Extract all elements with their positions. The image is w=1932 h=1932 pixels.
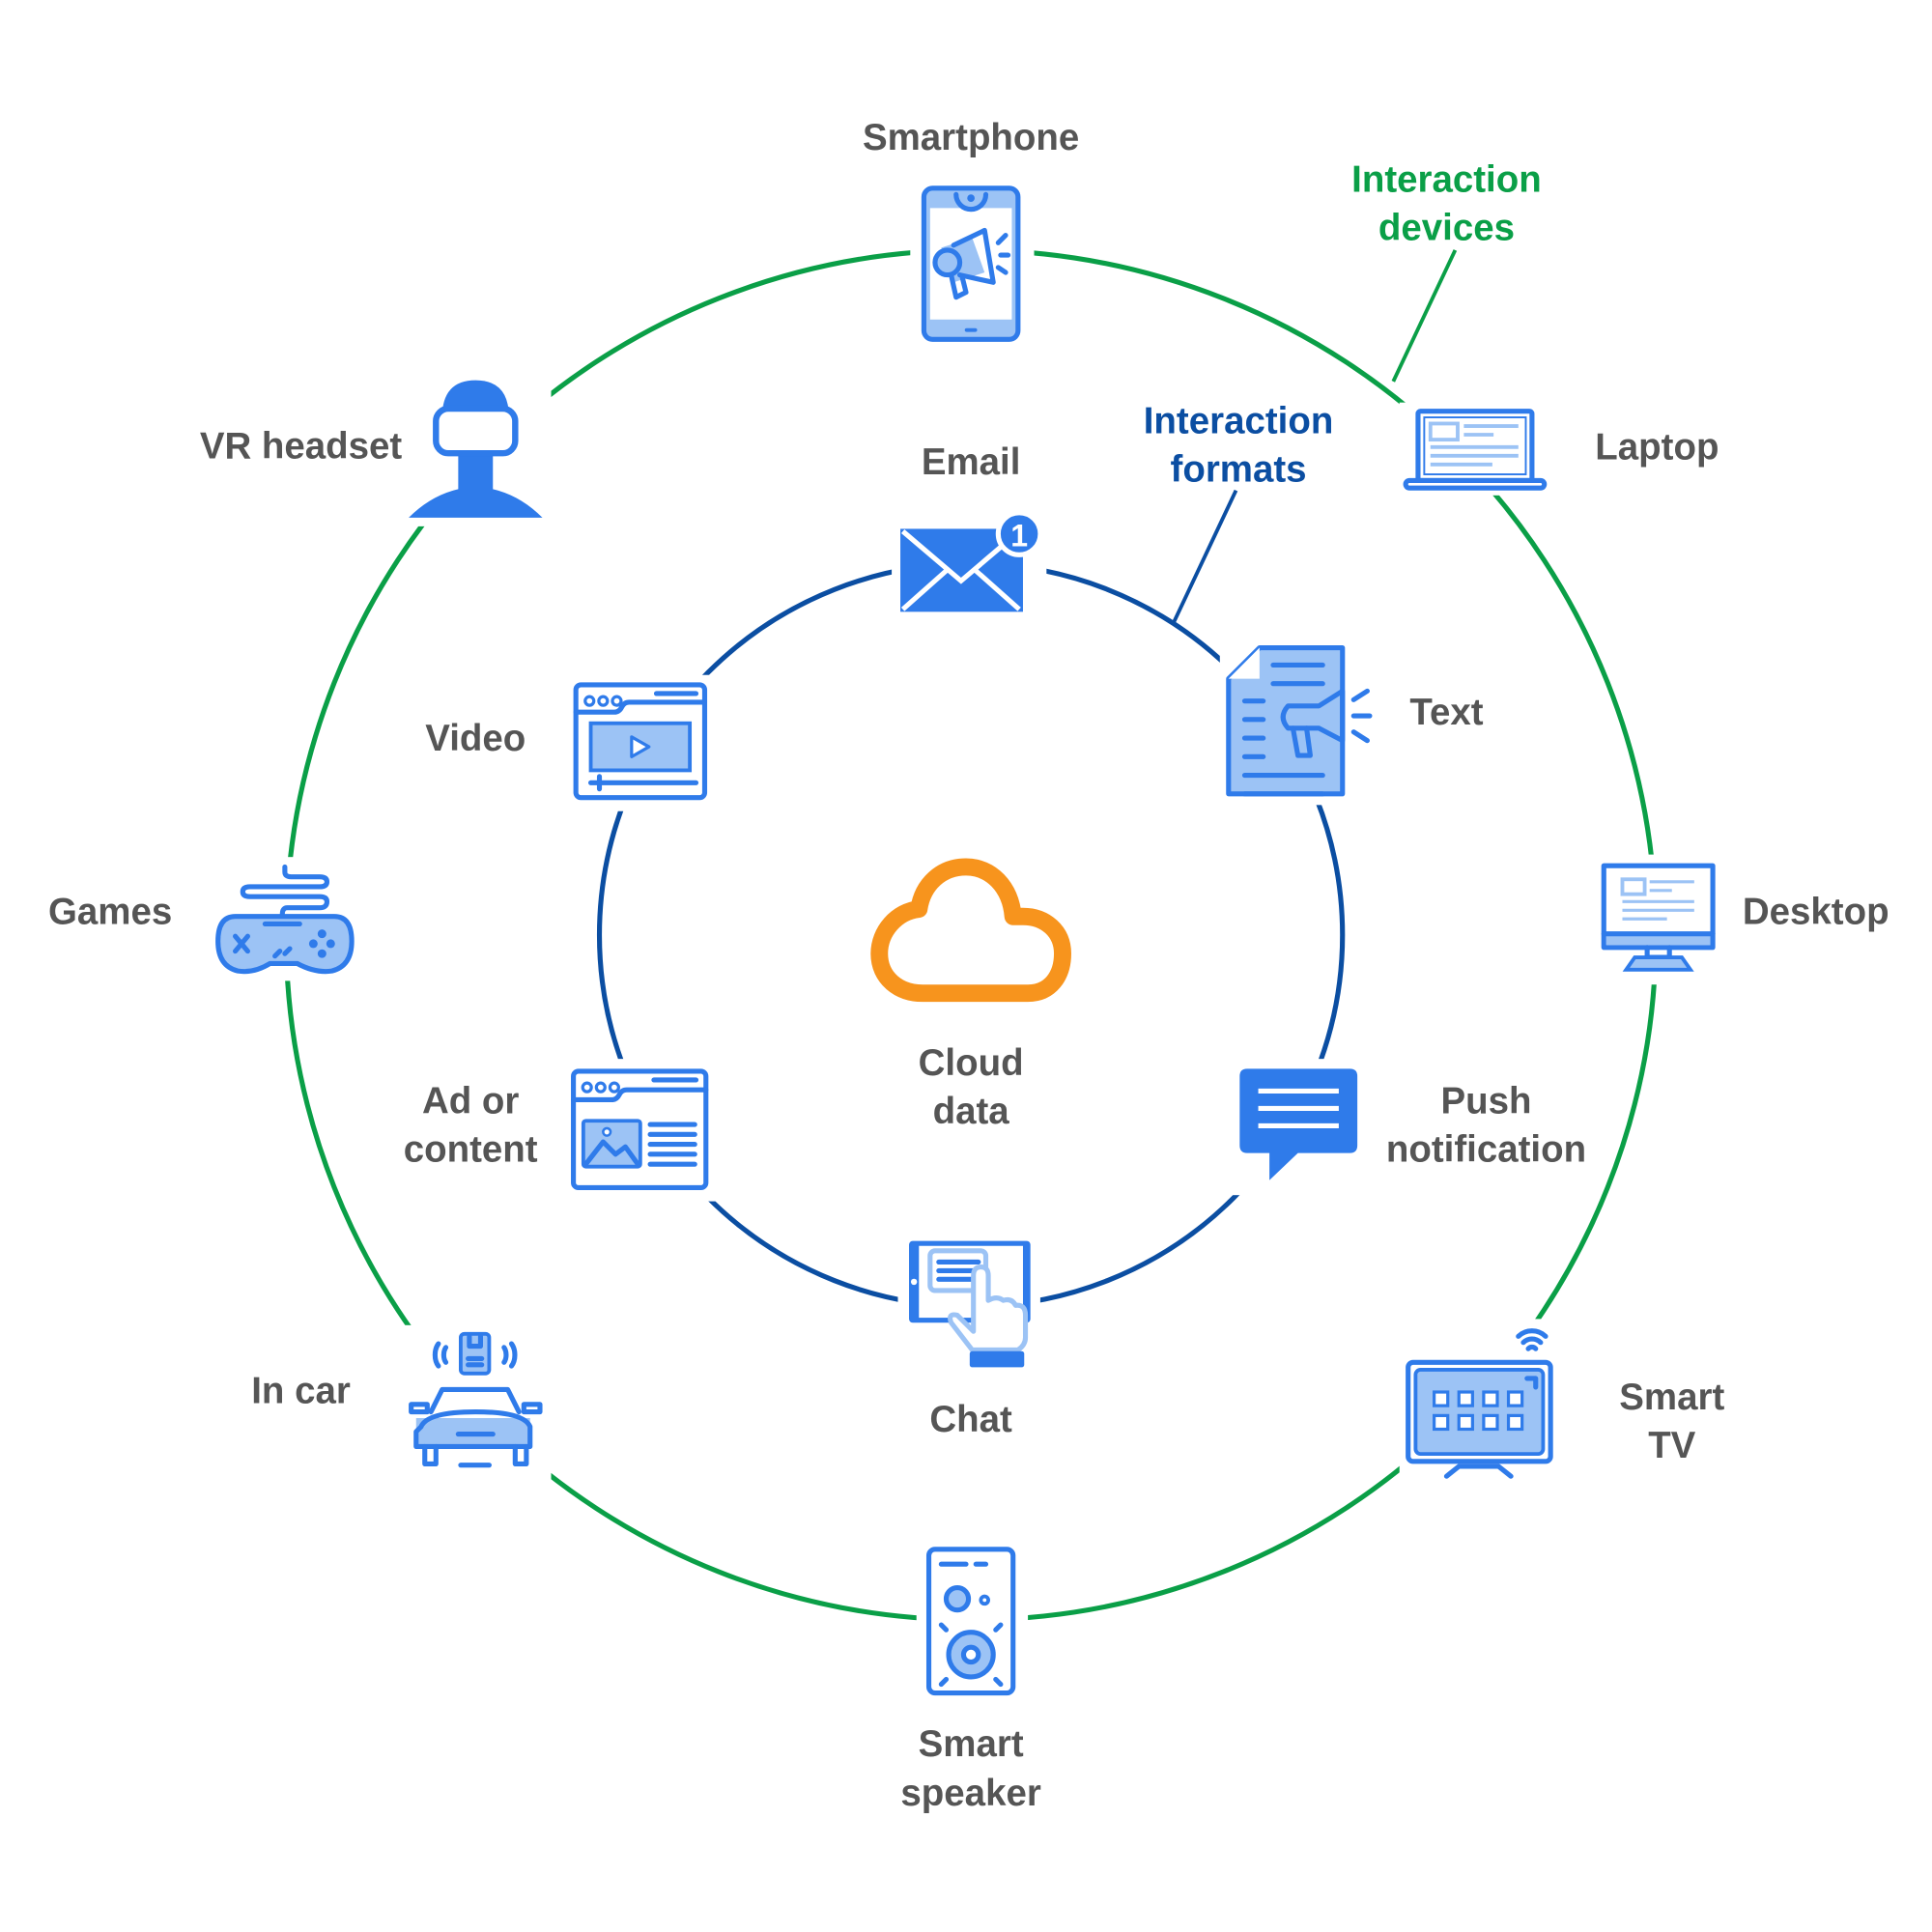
smart-speaker-label-line1: Smart <box>919 1723 1024 1765</box>
in-car-label: In car <box>251 1371 351 1412</box>
device-smart-tv: Smart TV <box>1399 1319 1724 1487</box>
format-ad-or-content: Ad or content <box>404 1059 719 1202</box>
laptop-label: Laptop <box>1595 427 1719 469</box>
text-document-megaphone-icon <box>1226 644 1373 797</box>
email-label: Email <box>922 441 1021 483</box>
formats-title-line2: formats <box>1171 449 1307 491</box>
laptop-icon <box>1403 409 1548 491</box>
push-notification-label-line1: Push <box>1440 1081 1531 1122</box>
smart-tv-label-line2: TV <box>1648 1425 1695 1466</box>
cloud-label-line1: Cloud <box>919 1042 1024 1084</box>
vr-headset-label: VR headset <box>200 425 403 467</box>
video-label: Video <box>425 718 526 759</box>
game-controller-icon <box>215 864 355 975</box>
cloud-label-line2: data <box>933 1091 1010 1132</box>
device-smartphone: Smartphone <box>863 117 1079 354</box>
devices-title-line1: Interaction <box>1351 159 1542 201</box>
device-games: Games <box>48 857 357 981</box>
connected-car-icon <box>409 1331 543 1468</box>
device-desktop: Desktop <box>1591 854 1889 985</box>
format-email: Email 1 <box>892 441 1047 620</box>
devices-callout-leader <box>1391 249 1458 383</box>
formats-callout-leader <box>1172 489 1238 623</box>
formats-title-line1: Interaction <box>1144 401 1334 442</box>
device-laptop: Laptop <box>1399 402 1719 496</box>
device-in-car: In car <box>251 1324 552 1481</box>
text-label: Text <box>1409 692 1483 733</box>
format-chat: Chat <box>897 1232 1040 1440</box>
desktop-label: Desktop <box>1743 891 1889 932</box>
devices-callout-title: Interaction devices <box>1351 159 1542 249</box>
formats-callout-title: Interaction formats <box>1144 401 1334 491</box>
desktop-monitor-icon <box>1601 863 1716 972</box>
vr-headset-icon <box>409 380 543 518</box>
email-badge-count: 1 <box>1010 518 1028 553</box>
smart-tv-label-line1: Smart <box>1619 1377 1724 1418</box>
devices-title-line2: devices <box>1378 208 1515 249</box>
smartphone-megaphone-icon <box>921 185 1021 342</box>
device-vr-headset: VR headset <box>200 371 552 526</box>
format-text: Text <box>1219 638 1484 806</box>
chat-tablet-touch-icon <box>909 1240 1031 1368</box>
email-notification-badge: 1 <box>995 510 1043 557</box>
cloud-node: Cloud data <box>867 852 1078 1132</box>
ad-content-browser-icon <box>571 1068 709 1191</box>
cloud-icon <box>870 858 1071 1003</box>
video-browser-icon <box>573 682 708 801</box>
format-video: Video <box>425 674 715 811</box>
smart-speaker-label-line2: speaker <box>900 1773 1040 1814</box>
push-notification-bubble-icon <box>1239 1068 1358 1180</box>
ad-content-label-line1: Ad or <box>422 1081 519 1122</box>
chat-label: Chat <box>929 1399 1012 1440</box>
device-smart-speaker: Smart speaker <box>900 1535 1041 1814</box>
smartphone-label: Smartphone <box>863 117 1079 158</box>
format-push-notification: Push notification <box>1232 1059 1586 1196</box>
games-label: Games <box>48 891 172 932</box>
push-notification-label-line2: notification <box>1386 1129 1586 1171</box>
smart-tv-icon <box>1406 1328 1553 1479</box>
smart-speaker-icon <box>925 1547 1016 1696</box>
ad-content-label-line2: content <box>404 1129 538 1171</box>
